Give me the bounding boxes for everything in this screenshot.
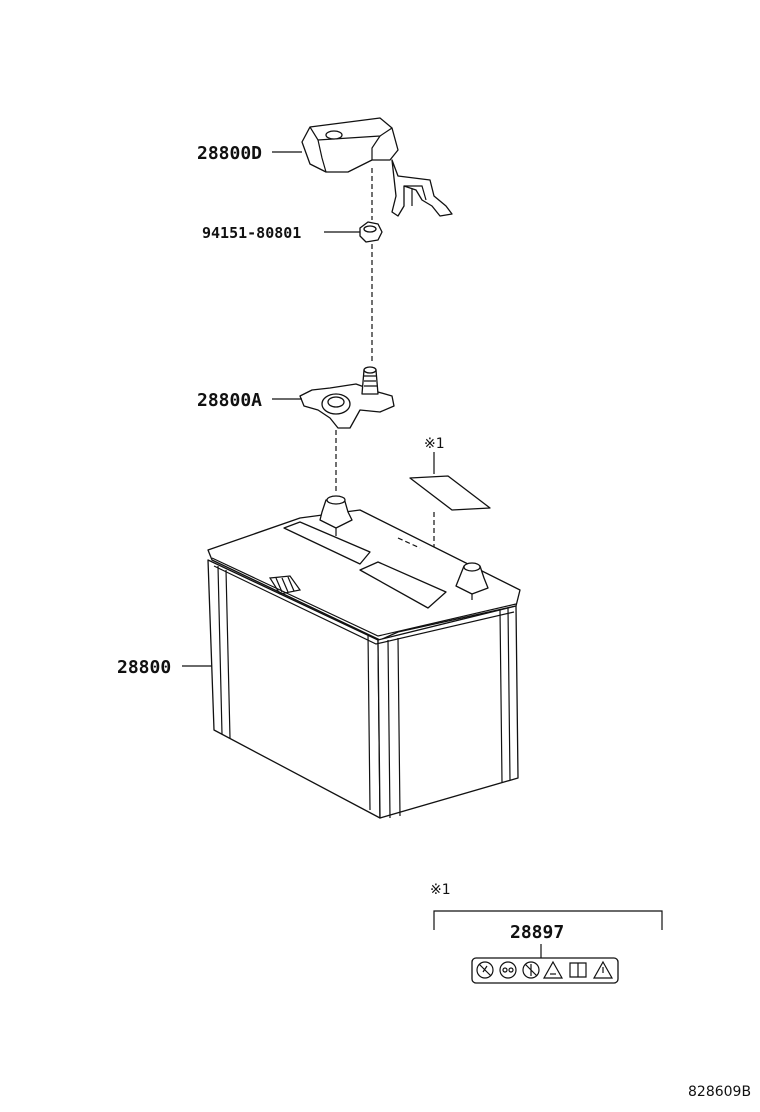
caution-label-part <box>471 957 619 984</box>
battery-part <box>207 495 521 819</box>
no-fire-icon <box>476 961 494 979</box>
read-manual-icon <box>569 962 587 978</box>
terminal-part-label: 28800A <box>197 390 262 411</box>
caution-label-part-label: 28897 <box>510 922 564 943</box>
caution-label-placement <box>409 475 491 511</box>
label-ref-mark-top: ※1 <box>424 436 445 452</box>
inset-bracket <box>433 910 663 930</box>
acid-warning-icon <box>542 960 564 979</box>
keep-away-children-icon <box>522 961 540 979</box>
drawing-number: 828609B <box>688 1084 751 1100</box>
nut-part-label: 94151-80801 <box>202 224 301 242</box>
terminal-cover-part <box>301 117 453 217</box>
battery-part-label: 28800 <box>117 657 171 678</box>
explosive-gas-icon <box>592 960 614 979</box>
terminal-part <box>299 366 395 429</box>
label-ref-mark-bottom: ※1 <box>430 882 451 898</box>
cover-part-label: 28800D <box>197 143 262 164</box>
nut-part <box>359 221 383 243</box>
eye-protection-icon <box>499 961 517 979</box>
